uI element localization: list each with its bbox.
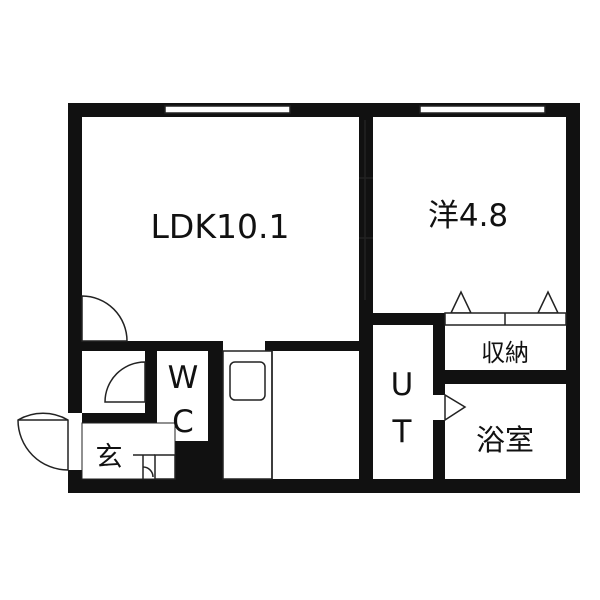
room-label-entrance: 玄: [96, 442, 123, 473]
entrance-door-swing: [17, 412, 69, 471]
wall-storage-bath: [433, 370, 566, 384]
room-label-toilet-bottom: C: [172, 404, 194, 440]
wall-entrance-top: [82, 413, 145, 423]
window-ldk: [164, 105, 291, 114]
shoe-cabinet-arc: [142, 466, 154, 478]
wall-ldk-bottom-right: [265, 341, 359, 351]
room-label-bathroom: 浴室: [476, 423, 534, 457]
wall-wc-left: [145, 341, 157, 441]
wall-ldk-bottom-left: [82, 341, 145, 351]
wall-ldk-western: [359, 117, 373, 325]
wall-ut-left: [359, 325, 373, 480]
window-western: [419, 105, 546, 114]
kitchen-counter: [222, 350, 273, 480]
wall-left-upper: [68, 103, 82, 413]
room-label-utility-bottom: T: [392, 414, 413, 450]
ldk-door-swing: [81, 295, 128, 342]
wall-ut-right-lower: [433, 420, 445, 480]
room-label-utility-top: U: [391, 367, 414, 403]
wall-bottom: [68, 479, 580, 493]
room-label-storage: 収納: [481, 339, 529, 367]
door-swings: [17, 295, 176, 480]
sink-outline: [229, 361, 266, 401]
storage-fittings: [444, 312, 567, 326]
shoe-cabinet: [154, 454, 176, 480]
room-label-toilet-top: W: [168, 360, 199, 396]
wall-ut-right: [433, 325, 445, 395]
hall-door-swing: [104, 361, 146, 403]
room-label-western: 洋4.8: [428, 198, 508, 234]
wall-wc-top: [145, 341, 223, 351]
wall-right: [566, 103, 580, 493]
closet-marker-right: [536, 290, 560, 314]
room-label-ldk: LDK10.1: [151, 207, 290, 246]
bathroom-door-marker: [444, 393, 467, 422]
closet-marker-left: [449, 290, 473, 314]
windows: [164, 105, 546, 114]
wall-wc-bottom-block: [175, 441, 223, 479]
